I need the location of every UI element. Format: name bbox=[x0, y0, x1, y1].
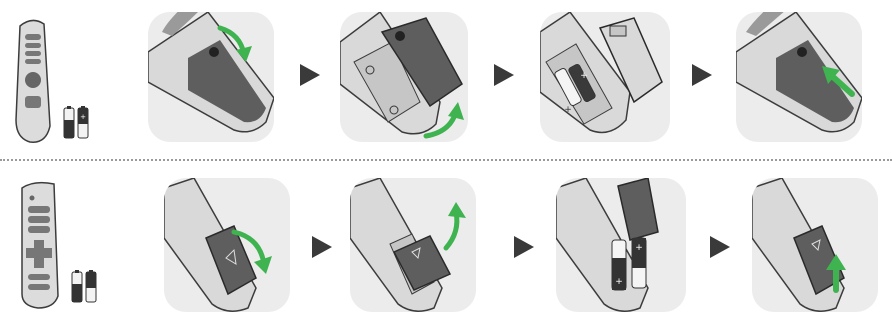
play-triangle-icon bbox=[312, 236, 332, 258]
svg-text:+: + bbox=[80, 113, 86, 121]
step-3-insert-batteries: + + bbox=[556, 178, 686, 312]
battery-icon bbox=[72, 270, 82, 302]
svg-text:+: + bbox=[635, 243, 643, 253]
row-divider bbox=[0, 159, 892, 161]
battery-icon bbox=[64, 106, 74, 138]
step-2-lift-cover bbox=[350, 178, 476, 312]
play-triangle-icon bbox=[300, 64, 320, 86]
play-triangle-icon bbox=[710, 236, 730, 258]
step-1-slide-cover bbox=[148, 12, 274, 142]
overview-remote-a: + bbox=[6, 8, 116, 148]
step-3-insert-batteries: + + bbox=[540, 12, 670, 142]
play-triangle-icon bbox=[692, 64, 712, 86]
svg-text:+: + bbox=[580, 71, 588, 81]
battery-icon: + bbox=[78, 106, 88, 138]
step-4-close-cover bbox=[752, 178, 878, 312]
play-triangle-icon bbox=[514, 236, 534, 258]
play-triangle-icon bbox=[494, 64, 514, 86]
battery-icon bbox=[86, 270, 96, 302]
svg-text:+: + bbox=[615, 277, 623, 287]
step-4-close-cover bbox=[736, 12, 862, 142]
step-2-lift-cover bbox=[340, 12, 468, 142]
overview-remote-b bbox=[14, 178, 114, 313]
svg-text:+: + bbox=[564, 105, 572, 115]
step-1-press-release-cover bbox=[164, 178, 290, 312]
